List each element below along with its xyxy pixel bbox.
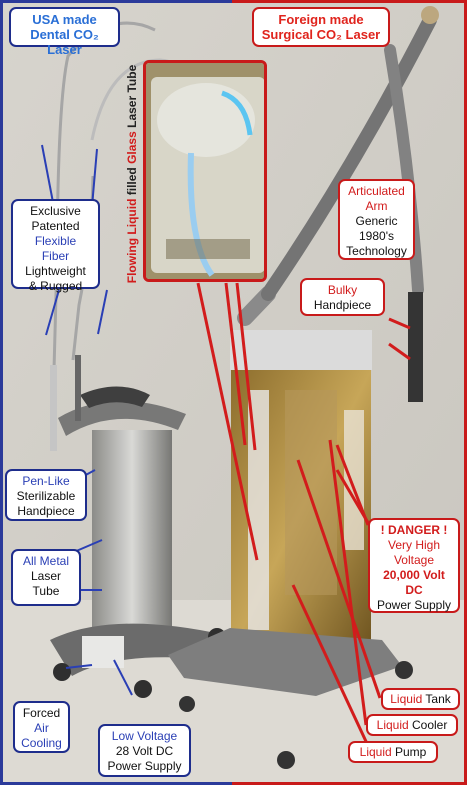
liquid-pump-word: Liquid xyxy=(359,745,392,759)
low-voltage-line1: Low Voltage xyxy=(111,729,178,743)
all-metal-line3: Tube xyxy=(32,584,60,598)
foreign-made-line1: Foreign made xyxy=(278,12,364,27)
foreign-made-line2: Surgical CO₂ Laser xyxy=(261,27,381,42)
danger-line5: DC xyxy=(405,583,423,597)
tube-caption-glass: Glass xyxy=(125,131,139,164)
pen-like-line3: Handpiece xyxy=(17,504,75,518)
usa-made-line2: Dental CO₂ Laser xyxy=(30,27,99,57)
fiber-line2: Patented xyxy=(31,219,80,233)
foreign-laser-frame xyxy=(232,0,467,785)
danger-line3: Voltage xyxy=(393,553,435,567)
cooler-word: Cooler xyxy=(408,718,448,732)
danger-line2: Very High xyxy=(387,538,441,552)
articulated-line4: 1980's xyxy=(359,229,394,243)
bulky-handpiece-label: Bulky Handpiece xyxy=(300,278,385,316)
fiber-line5: Lightweight xyxy=(25,264,86,278)
danger-line1: ! DANGER ! xyxy=(380,523,448,537)
liquid-tank-label: Liquid Tank xyxy=(381,688,460,710)
glass-tube-caption: Flowing Liquid filled Glass Laser Tube xyxy=(121,64,143,284)
danger-line4: 20,000 Volt xyxy=(383,568,445,582)
glass-laser-tube-photo xyxy=(143,60,267,282)
usa-made-title: USA made Dental CO₂ Laser xyxy=(9,7,120,57)
danger-line6: Power Supply xyxy=(376,598,452,612)
fiber-line3: Flexible xyxy=(34,234,77,248)
pen-like-label: Pen-Like Sterilizable Handpiece xyxy=(5,469,87,521)
forced-air-line3: Cooling xyxy=(21,736,62,750)
foreign-made-title: Foreign made Surgical CO₂ Laser xyxy=(252,7,390,47)
forced-air-line1: Forced xyxy=(22,706,61,720)
liquid-tank-word: Liquid xyxy=(390,692,423,706)
articulated-line2: Arm xyxy=(365,199,388,213)
bulky-line2: Handpiece xyxy=(313,298,372,312)
articulated-arm-label: Articulated Arm Generic 1980's Technolog… xyxy=(338,179,415,260)
liquid-pump-label: Liquid Pump xyxy=(348,741,438,763)
articulated-line3: Generic xyxy=(355,214,398,228)
articulated-line5: Technology xyxy=(346,244,407,258)
low-voltage-line3: Power Supply xyxy=(107,759,182,773)
tube-caption-flowing-liquid: Flowing Liquid xyxy=(125,198,139,284)
fiber-label: Exclusive Patented Flexible Fiber Lightw… xyxy=(11,199,100,293)
glass-tube-photo xyxy=(146,63,264,279)
usa-laser-frame xyxy=(0,0,232,785)
all-metal-line2: Laser xyxy=(30,569,62,583)
tank-word: Tank xyxy=(422,692,451,706)
forced-air-label: Forced Air Cooling xyxy=(13,701,70,753)
liquid-cooler-label: Liquid Cooler xyxy=(366,714,458,736)
fiber-line4: Fiber xyxy=(41,249,70,263)
articulated-line1: Articulated xyxy=(348,184,405,198)
bulky-line1: Bulky xyxy=(327,283,358,297)
pen-like-line1: Pen-Like xyxy=(22,474,70,488)
all-metal-line1: All Metal xyxy=(22,554,69,568)
fiber-line1: Exclusive xyxy=(30,204,81,218)
tube-caption-laser-tube: Laser Tube xyxy=(125,64,139,132)
fiber-line6: & Rugged xyxy=(28,279,83,293)
all-metal-label: All Metal Laser Tube xyxy=(11,549,81,606)
pen-like-line2: Sterilizable xyxy=(16,489,76,503)
pump-word: Pump xyxy=(391,745,427,759)
liquid-cooler-word: Liquid xyxy=(376,718,409,732)
tube-caption-filled: filled xyxy=(125,163,139,199)
low-voltage-label: Low Voltage 28 Volt DC Power Supply xyxy=(98,724,191,777)
low-voltage-line2: 28 Volt DC xyxy=(115,744,174,758)
usa-made-line1: USA made xyxy=(32,12,97,27)
forced-air-line2: Air xyxy=(34,721,49,735)
danger-label: ! DANGER ! Very High Voltage 20,000 Volt… xyxy=(368,518,460,613)
